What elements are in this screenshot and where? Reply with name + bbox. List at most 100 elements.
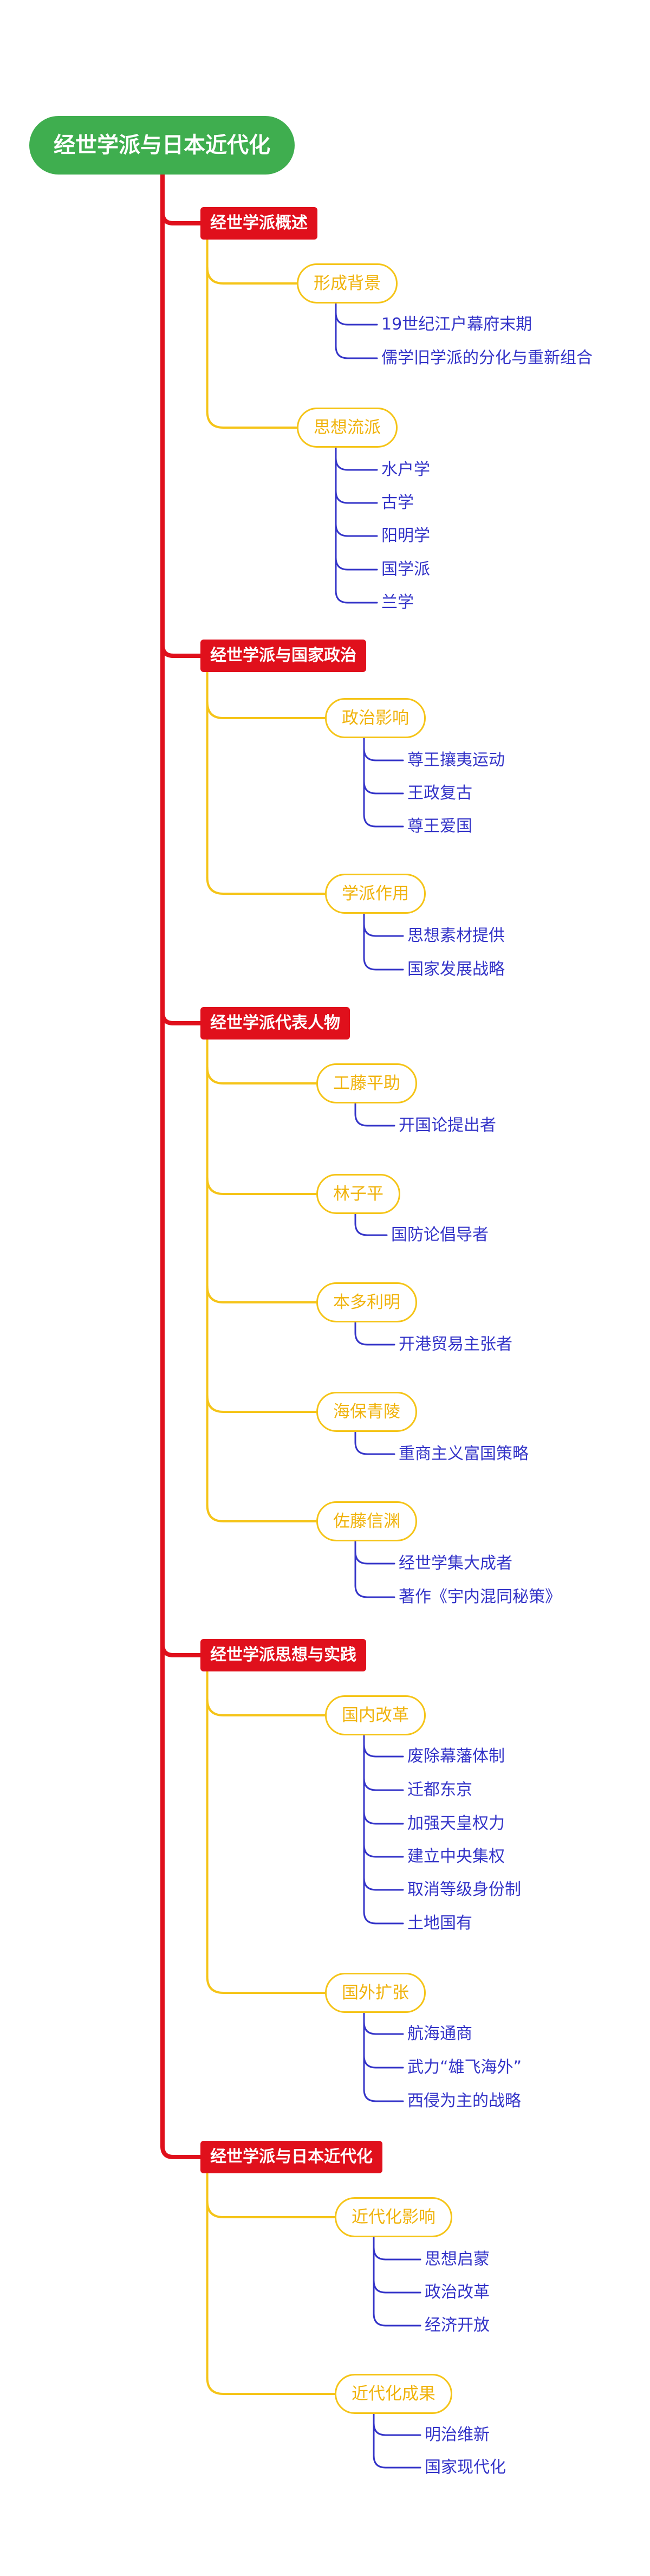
leaf-node[interactable]: 迁都东京 [407, 1780, 472, 1799]
topic-node[interactable]: 林子平 [316, 1174, 400, 1214]
leaf-node[interactable]: 王政复古 [407, 784, 472, 803]
sub-link [206, 266, 298, 285]
branch-node[interactable]: 经世学派与日本近代化 [200, 2141, 382, 2173]
leaf-link [373, 2422, 421, 2436]
leaf-node[interactable]: 国学派 [381, 560, 430, 579]
leaf-node[interactable]: 国家现代化 [425, 2458, 506, 2477]
sub-link [206, 1698, 326, 1716]
branch-link [160, 2144, 203, 2159]
leaf-node[interactable]: 思想启蒙 [425, 2250, 490, 2269]
leaf-node[interactable]: 西侵为主的战略 [407, 2091, 521, 2110]
leaf-node[interactable]: 土地国有 [407, 1914, 472, 1933]
branch-link [160, 1010, 203, 1025]
topic-node[interactable]: 形成背景 [297, 263, 398, 304]
topic-node[interactable]: 学派作用 [325, 874, 426, 914]
leaf-node[interactable]: 兰学 [381, 593, 414, 612]
leaf-node[interactable]: 国防论倡导者 [391, 1225, 489, 1244]
leaf-link [335, 490, 378, 504]
leaf-node[interactable]: 水户学 [381, 460, 430, 479]
sub-link [206, 1504, 317, 1522]
leaf-node[interactable]: 尊王攘夷运动 [407, 751, 505, 770]
leaf-link [363, 1811, 404, 1825]
leaf-link [354, 1113, 395, 1127]
topic-node[interactable]: 思想流派 [297, 408, 398, 448]
leaf-link [363, 2055, 404, 2069]
sub-link [206, 876, 326, 895]
leaf-link [363, 923, 404, 937]
leaf-node[interactable]: 著作《宇内混同秘策》 [399, 1587, 561, 1606]
branch-node[interactable]: 经世学派概述 [200, 207, 317, 240]
sub-link [206, 2377, 336, 2395]
leaf-link [363, 780, 404, 795]
leaf-link [354, 1551, 395, 1565]
topic-node[interactable]: 近代化影响 [335, 2197, 452, 2237]
branch-link [160, 210, 203, 225]
leaf-link [335, 345, 378, 359]
leaf-link [335, 457, 378, 471]
leaf-link [335, 557, 378, 571]
topic-node[interactable]: 工藤平助 [316, 1063, 417, 1103]
leaf-node[interactable]: 航海通商 [407, 2024, 472, 2043]
leaf-node[interactable]: 重商主义富国策略 [399, 1444, 529, 1463]
leaf-link [354, 1222, 388, 1236]
leaf-node[interactable]: 政治改革 [425, 2283, 490, 2302]
sub-link [206, 1066, 317, 1084]
leaf-link [373, 2313, 421, 2327]
leaf-node[interactable]: 阳明学 [381, 526, 430, 545]
branch-link [160, 1642, 203, 1657]
leaf-node[interactable]: 加强天皇权力 [407, 1814, 505, 1833]
leaf-node[interactable]: 废除幕藩体制 [407, 1747, 505, 1766]
leaf-link [354, 1584, 395, 1598]
leaf-link [363, 2088, 404, 2102]
leaf-link [335, 312, 378, 326]
leaf-link [354, 1441, 395, 1455]
leaf-node[interactable]: 思想素材提供 [407, 926, 505, 945]
leaf-node[interactable]: 明治维新 [425, 2425, 490, 2444]
leaf-node[interactable]: 古学 [381, 493, 414, 512]
branch-node[interactable]: 经世学派与国家政治 [200, 640, 366, 672]
leaf-node[interactable]: 国家发展战略 [407, 960, 505, 979]
leaf-node[interactable]: 经济开放 [425, 2316, 490, 2335]
leaf-link [363, 1910, 404, 1925]
leaf-link [373, 2455, 421, 2469]
leaf-node[interactable]: 经世学集大成者 [399, 1554, 512, 1573]
topic-node[interactable]: 佐藤信渊 [316, 1501, 417, 1541]
branch-link [160, 643, 203, 658]
branch-node[interactable]: 经世学派代表人物 [200, 1007, 350, 1040]
topic-node[interactable]: 国外扩张 [325, 1973, 426, 2013]
topic-node[interactable]: 海保青陵 [316, 1392, 417, 1432]
leaf-link [363, 957, 404, 971]
leaf-link [335, 523, 378, 537]
leaf-node[interactable]: 开国论提出者 [399, 1116, 496, 1135]
leaf-node[interactable]: 建立中央集权 [407, 1847, 505, 1866]
root-node[interactable]: 经世学派与日本近代化 [29, 116, 295, 175]
sub-link [206, 410, 298, 429]
topic-node[interactable]: 政治影响 [325, 698, 426, 738]
leaf-link [373, 2280, 421, 2294]
leaf-node[interactable]: 儒学旧学派的分化与重新组合 [381, 348, 593, 367]
leaf-node[interactable]: 开港贸易主张者 [399, 1335, 512, 1354]
sub-link [206, 1394, 317, 1413]
sub-link [206, 1177, 317, 1195]
leaf-link [373, 2246, 421, 2261]
sub-link [206, 1975, 326, 1994]
branch-node[interactable]: 经世学派思想与实践 [200, 1639, 366, 1671]
leaf-link [363, 814, 404, 828]
leaf-link [363, 1777, 404, 1791]
leaf-node[interactable]: 19世纪江户幕府末期 [381, 315, 532, 334]
sub-link [206, 701, 326, 719]
leaf-link [354, 1332, 395, 1346]
leaf-link [363, 1744, 404, 1758]
topic-node[interactable]: 近代化成果 [335, 2374, 452, 2414]
leaf-link [363, 747, 404, 761]
leaf-node[interactable]: 武力“雄飞海外” [407, 2058, 522, 2077]
leaf-link [335, 590, 378, 604]
leaf-node[interactable]: 取消等级身份制 [407, 1880, 521, 1899]
leaf-link [363, 1877, 404, 1891]
sub-link [206, 2200, 336, 2218]
topic-node[interactable]: 国内改革 [325, 1695, 426, 1735]
topic-node[interactable]: 本多利明 [316, 1282, 417, 1322]
leaf-node[interactable]: 尊王爱国 [407, 817, 472, 836]
